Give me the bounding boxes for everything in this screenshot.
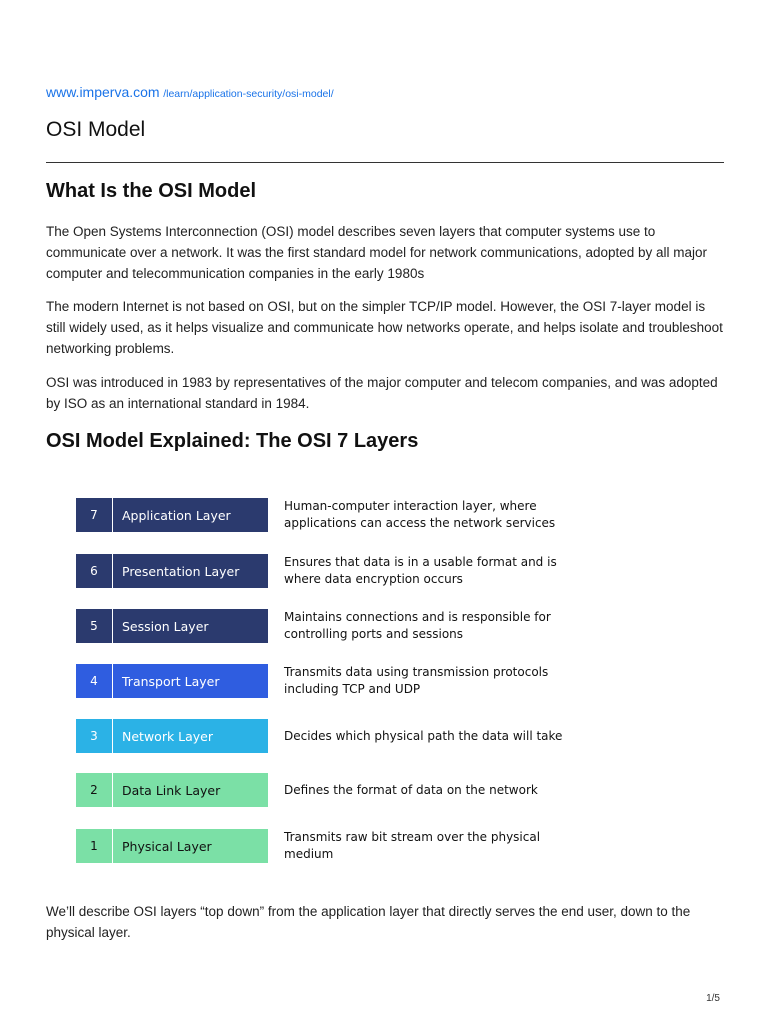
layer-number: 5 <box>76 609 112 643</box>
layer-name: Session Layer <box>113 609 268 643</box>
layer-description: Decides which physical path the data wil… <box>284 728 563 743</box>
layer-description: Transmits data using transmission protoc… <box>284 665 549 696</box>
document-title: OSI Model <box>46 118 146 141</box>
source-url-domain[interactable]: www.imperva.com <box>46 84 160 100</box>
layer-name: Presentation Layer <box>113 554 268 588</box>
layer-description: Defines the format of data on the networ… <box>284 782 538 797</box>
page-indicator: 1/5 <box>706 993 720 1004</box>
layer-row-7: 7 Application Layer Human-computer inter… <box>76 498 636 532</box>
paragraph-intro: The Open Systems Interconnection (OSI) m… <box>46 224 708 281</box>
layer-name: Network Layer <box>113 719 268 753</box>
layer-description: Maintains connections and is responsible… <box>284 610 551 641</box>
section-heading-what-is: What Is the OSI Model <box>46 180 257 202</box>
layer-number: 1 <box>76 829 112 863</box>
layer-number: 4 <box>76 664 112 698</box>
layer-name: Application Layer <box>113 498 268 532</box>
layer-name: Physical Layer <box>113 829 268 863</box>
layer-row-1: 1 Physical Layer Transmits raw bit strea… <box>76 829 636 863</box>
paragraph-history: OSI was introduced in 1983 by representa… <box>46 375 718 411</box>
paragraph-tcpip: The modern Internet is not based on OSI,… <box>46 299 723 356</box>
section-heading-layers: OSI Model Explained: The OSI 7 Layers <box>46 430 419 452</box>
source-url-path[interactable]: /learn/application-security/osi-model/ <box>163 88 334 100</box>
layer-row-6: 6 Presentation Layer Ensures that data i… <box>76 554 636 588</box>
layer-description: Human-computer interaction layer, where … <box>284 499 556 530</box>
layer-name: Transport Layer <box>113 664 268 698</box>
title-divider <box>46 162 724 163</box>
paragraph-top-down: We’ll describe OSI layers “top down” fro… <box>46 904 691 940</box>
layer-row-5: 5 Session Layer Maintains connections an… <box>76 609 636 643</box>
layer-number: 3 <box>76 719 112 753</box>
layer-row-2: 2 Data Link Layer Defines the format of … <box>76 773 636 807</box>
source-url[interactable]: www.imperva.com /learn/application-secur… <box>46 84 334 100</box>
layer-number: 2 <box>76 773 112 807</box>
layer-name: Data Link Layer <box>113 773 268 807</box>
layer-number: 7 <box>76 498 112 532</box>
layer-description: Transmits raw bit stream over the physic… <box>284 830 541 861</box>
layer-description: Ensures that data is in a usable format … <box>284 555 557 586</box>
layer-number: 6 <box>76 554 112 588</box>
layer-row-3: 3 Network Layer Decides which physical p… <box>76 719 636 753</box>
layer-row-4: 4 Transport Layer Transmits data using t… <box>76 664 636 698</box>
